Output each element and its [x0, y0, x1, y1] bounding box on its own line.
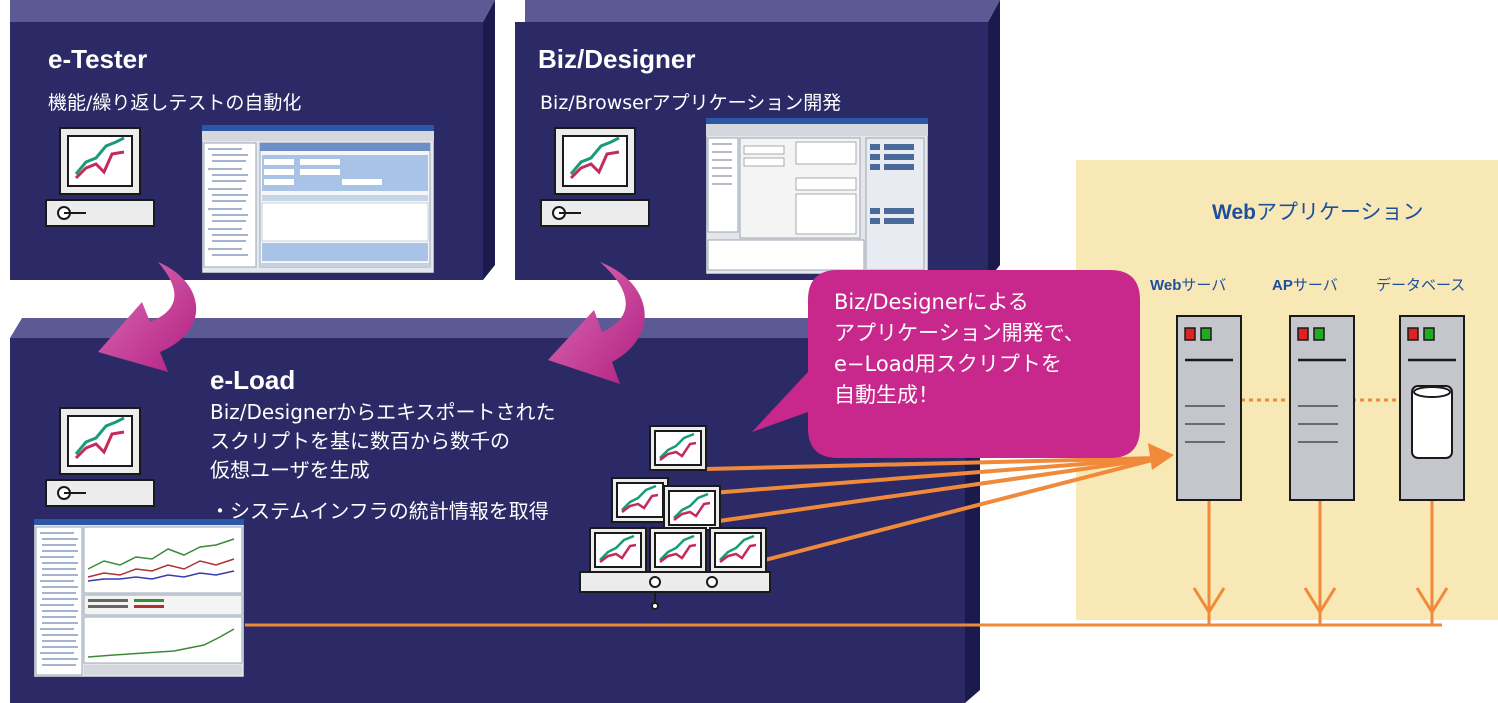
eload-screenshot [34, 519, 244, 677]
eload-line: 仮想ユーザを生成 [210, 458, 370, 482]
eload-line: ・システムインフラの統計情報を取得 [210, 499, 549, 523]
bizdesigner-screenshot [706, 118, 928, 274]
callout-line: 自動生成！ [834, 383, 939, 407]
etester-subtitle: 機能/繰り返しテストの自動化 [48, 92, 302, 114]
callout-text: Biz/Designerによる アプリケーション開発で、 e−Load用スクリプ… [834, 287, 1085, 411]
webapp-title: Webアプリケーション [1212, 200, 1424, 224]
database-label: データベース [1376, 276, 1466, 294]
callout-line: e−Load用スクリプトを [834, 352, 1062, 376]
eload-line: Biz/Designerからエキスポートされた [210, 400, 556, 424]
eload-line: スクリプトを基に数百から数千の [210, 429, 510, 453]
eload-title: e-Load [210, 365, 296, 395]
web-server-icon [1175, 314, 1243, 502]
load-lines [705, 456, 1161, 562]
arrow-etester-to-eload [98, 262, 197, 372]
etester-title: e-Tester [48, 44, 148, 74]
etester-screenshot [202, 125, 434, 273]
load-arrowhead [1148, 443, 1174, 470]
down-arrows [1192, 580, 1449, 615]
eload-description: Biz/Designerからエキスポートされた スクリプトを基に数百から数千の … [210, 398, 556, 526]
bizdesigner-title: Biz/Designer [538, 44, 696, 74]
ap-server-label: APサーバ [1272, 276, 1338, 294]
database-server-icon [1398, 314, 1466, 502]
bizdesigner-subtitle: Biz/Browserアプリケーション開発 [540, 92, 842, 114]
arrow-bizdesigner-to-eload [548, 262, 645, 384]
ap-server-icon [1288, 314, 1356, 502]
callout-line: アプリケーション開発で、 [834, 321, 1085, 345]
callout-line: Biz/Designerによる [834, 290, 1029, 314]
virtual-user-computers-icon [579, 424, 771, 610]
web-server-label: Webサーバ [1150, 276, 1227, 294]
